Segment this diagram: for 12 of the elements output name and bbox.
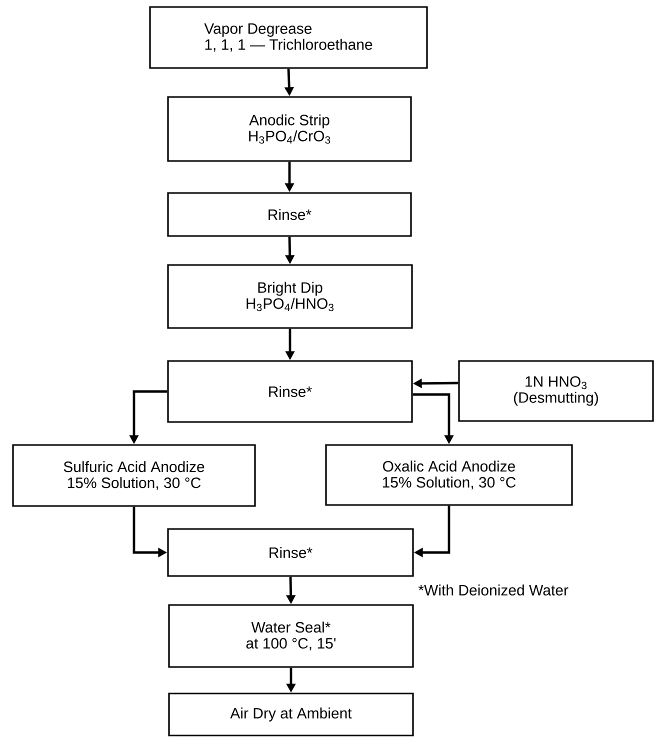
process-box: Air Dry at Ambient [168, 692, 414, 736]
process-box: Bright Dip H$_{3}$PO$_{4}$/HNO$_{3}$ [167, 264, 413, 329]
process-box: Rinse* [167, 528, 414, 577]
process-box: Anodic Strip H$_{3}$PO$_{4}$/CrO$_{3}$ [167, 96, 412, 162]
process-box: Rinse* [167, 360, 413, 423]
process-box: Sulfuric Acid Anodize 15% Solution, 30 °C [12, 444, 256, 507]
footnote: *With Deionized Water [418, 584, 568, 596]
process-box: Water Seal* at 100 °C, 15' [168, 604, 414, 668]
process-box: Oxalic Acid Anodize 15% Solution, 30 °C [325, 444, 573, 506]
process-box: Vapor Degrease 1, 1, 1 — Trichloroethane [149, 6, 428, 69]
process-box: Rinse* [167, 192, 412, 237]
process-box: 1N HNO$_{3}$ (Desmutting) [458, 360, 654, 422]
